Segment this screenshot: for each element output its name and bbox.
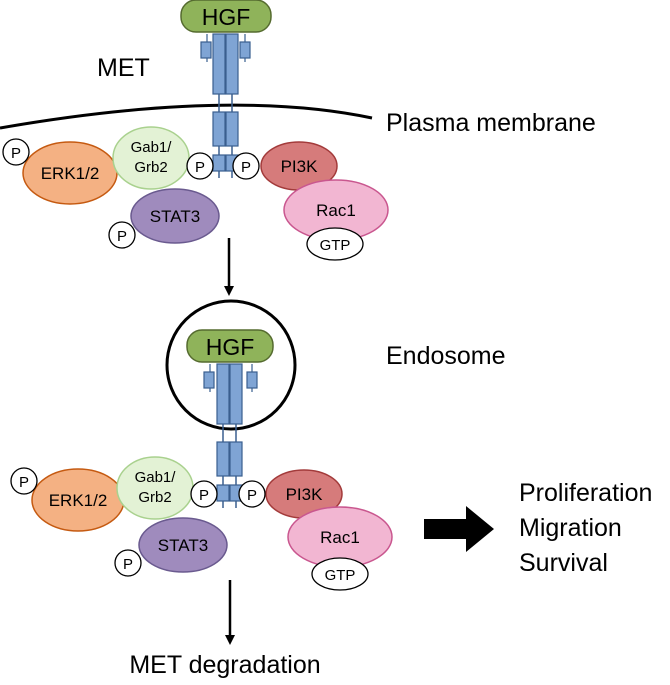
- gab-label: Gab1/: [135, 469, 177, 486]
- pi3k-label: PI3K: [281, 157, 319, 176]
- phospho-site: P: [186, 152, 214, 180]
- gab-grb2-node: Gab1/ Grb2: [116, 456, 194, 520]
- gab-label: Gab1/: [131, 139, 173, 156]
- endosome-complex: HGF Endosome ERK1/2: [10, 299, 506, 591]
- pi3k-node: PI3K: [265, 469, 343, 519]
- svg-text:P: P: [199, 487, 209, 504]
- erk-node: ERK1/2: [31, 468, 125, 532]
- outcome-proliferation: Proliferation: [519, 479, 652, 507]
- stat3-node: STAT3: [130, 188, 220, 244]
- hgf-label: HGF: [202, 4, 251, 30]
- plasma-membrane-line: [0, 103, 373, 130]
- hgf-ligand-internalized: HGF: [186, 329, 274, 363]
- stat3-label: STAT3: [150, 207, 200, 226]
- gtp-node: GTP: [311, 557, 369, 591]
- svg-text:P: P: [117, 228, 127, 245]
- stat3-node: STAT3: [138, 517, 228, 573]
- phospho-site: P: [108, 221, 136, 249]
- rac1-node: Rac1: [283, 179, 389, 241]
- plasma-membrane-label: Plasma membrane: [386, 109, 596, 137]
- svg-text:P: P: [19, 474, 29, 491]
- plasma-membrane-complex: HGF MET Plasma membrane ERK1/2: [0, 0, 596, 261]
- gab-grb2-node: Gab1/ Grb2: [112, 126, 190, 190]
- hgf-ligand: HGF: [180, 0, 272, 33]
- rac1-label: Rac1: [316, 201, 356, 220]
- svg-text:P: P: [11, 145, 21, 162]
- erk-node: ERK1/2: [22, 141, 118, 205]
- grb2-label: Grb2: [138, 489, 171, 506]
- phospho-site: P: [114, 549, 142, 577]
- phospho-site: P: [232, 152, 260, 180]
- grb2-label: Grb2: [134, 159, 167, 176]
- met-receptor-internalized: [203, 363, 258, 508]
- phospho-site: P: [10, 467, 38, 495]
- gtp-node: GTP: [306, 227, 364, 261]
- stat3-label: STAT3: [158, 536, 208, 555]
- rac1-label: Rac1: [320, 528, 360, 547]
- hgf-label: HGF: [206, 334, 255, 360]
- outcome-survival: Survival: [519, 549, 608, 577]
- gtp-label: GTP: [325, 567, 356, 584]
- svg-text:P: P: [195, 159, 205, 176]
- svg-text:P: P: [247, 487, 257, 504]
- outcome-arrow: [424, 506, 494, 552]
- endosome-label: Endosome: [386, 342, 506, 370]
- met-label: MET: [97, 54, 150, 82]
- outcome-migration: Migration: [519, 514, 622, 542]
- svg-text:P: P: [123, 556, 133, 573]
- erk-label: ERK1/2: [41, 164, 100, 183]
- svg-text:P: P: [241, 159, 251, 176]
- pi3k-label: PI3K: [286, 485, 324, 504]
- phospho-site: P: [190, 480, 218, 508]
- met-degradation-label: MET degradation: [129, 651, 320, 679]
- erk-label: ERK1/2: [49, 491, 108, 510]
- phospho-site: P: [238, 480, 266, 508]
- phospho-site: P: [2, 138, 30, 166]
- gtp-label: GTP: [320, 237, 351, 254]
- met-receptor: [200, 33, 251, 178]
